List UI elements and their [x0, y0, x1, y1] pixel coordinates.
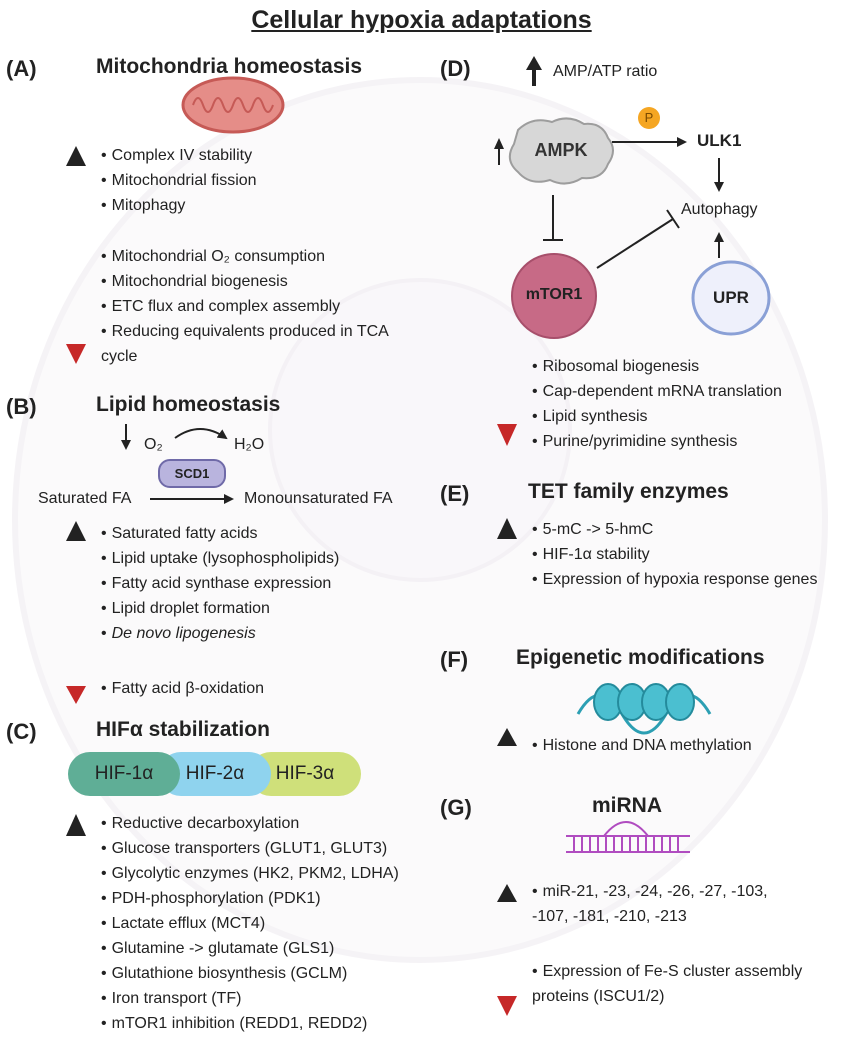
panel-c-up-list: •Reductive decarboxylation •Glucose tran…	[101, 811, 399, 1036]
ampk-inhibits-mtor1	[543, 195, 563, 241]
panel-g-up-arrow	[497, 884, 517, 920]
o2-label: O₂	[144, 436, 163, 453]
upr-circle	[691, 260, 771, 336]
list-item: •Reductive decarboxylation	[101, 815, 300, 832]
list-item: •Fatty acid β-oxidation	[101, 680, 264, 697]
list-item: •PDH-phosphorylation (PDK1)	[101, 890, 321, 907]
panel-e-up-list: •5-mC -> 5-hmC •HIF-1α stability •Expres…	[532, 517, 822, 592]
ampk-label: AMPK	[534, 140, 588, 160]
panel-b-letter: (B)	[6, 394, 37, 419]
list-item: •Expression of hypoxia response genes	[532, 571, 818, 588]
panel-g-up-list: •miR-21, -23, -24, -26, -27, -103, -107,…	[532, 879, 782, 929]
phosphate-circle	[638, 107, 660, 129]
mirna-hairpin-icon	[566, 821, 690, 853]
panel-g-down-list: •Expression of Fe-S cluster assembly pro…	[532, 959, 812, 1009]
panel-f-heading: Epigenetic modifications	[516, 646, 765, 669]
panel-b-up-arrow	[66, 521, 86, 650]
list-item: •miR-21, -23, -24, -26, -27, -103, -107,…	[532, 883, 768, 925]
panel-a-up-arrow	[66, 146, 86, 208]
panel-f-up-list: •Histone and DNA methylation	[532, 733, 752, 758]
list-item: •Mitophagy	[101, 197, 186, 214]
list-item: •Iron transport (TF)	[101, 990, 242, 1007]
panel-a-down-list: •Mitochondrial O₂ consumption •Mitochond…	[101, 244, 421, 369]
amp-ratio-up-arrow	[526, 56, 542, 86]
list-item: •Histone and DNA methylation	[532, 737, 752, 754]
panel-b-down-arrow	[66, 670, 86, 704]
hif-1a-pill: HIF-1α	[68, 752, 180, 796]
monounsaturated-fa-label: Monounsaturated FA	[244, 490, 393, 507]
list-item: •Mitochondrial fission	[101, 172, 257, 189]
panel-b-up-list: •Saturated fatty acids •Lipid uptake (ly…	[101, 521, 339, 646]
panel-e-heading: TET family enzymes	[528, 480, 729, 503]
panel-g-heading: miRNA	[592, 794, 663, 817]
ulk1-label: ULK1	[697, 131, 742, 150]
list-item: •Glutathione biosynthesis (GCLM)	[101, 965, 348, 982]
o2-to-h2o-curved-arrow	[174, 428, 228, 440]
panel-f-up-arrow	[497, 728, 517, 762]
list-item: •Glutamine -> glutamate (GLS1)	[101, 940, 335, 957]
list-item: •Lipid synthesis	[532, 408, 648, 425]
panel-b-heading: Lipid homeostasis	[96, 393, 281, 416]
mtor1-label: mTOR1	[525, 286, 583, 303]
panel-d-down-arrow	[497, 365, 517, 446]
list-item: •Lactate efflux (MCT4)	[101, 915, 266, 932]
list-item: •HIF-1α stability	[532, 546, 650, 563]
o2-down-arrow	[121, 424, 131, 450]
mtor1-inhibits-autophagy	[596, 209, 680, 269]
panel-c-letter: (C)	[6, 719, 37, 744]
background-cell-graphic	[12, 77, 828, 963]
panel-a-heading: Mitochondria homeostasis	[96, 55, 363, 78]
panel-e-up-arrow	[497, 518, 517, 610]
list-item: •Glucose transporters (GLUT1, GLUT3)	[101, 840, 388, 857]
chromatin-icon	[576, 683, 712, 735]
phosphate-label: P	[644, 110, 654, 125]
upr-label: UPR	[713, 288, 749, 307]
list-item: •Fatty acid synthase expression	[101, 575, 332, 592]
panel-f-letter: (F)	[440, 647, 469, 672]
panel-a-down-arrow	[66, 252, 86, 364]
list-item: •Purine/pyrimidine synthesis	[532, 433, 738, 450]
saturated-fa-label: Saturated FA	[38, 490, 132, 507]
list-item: •Cap-dependent mRNA translation	[532, 383, 782, 400]
panel-c-heading: HIFα stabilization	[96, 718, 270, 741]
list-item: •Lipid uptake (lysophospholipids)	[101, 550, 340, 567]
list-item: •Complex IV stability	[101, 147, 253, 164]
list-item: •Ribosomal biogenesis	[532, 358, 700, 375]
list-item: •Glycolytic enzymes (HK2, PKM2, LDHA)	[101, 865, 399, 882]
amp-atp-ratio-label: AMP/ATP ratio	[553, 63, 658, 80]
figure-title: Cellular hypoxia adaptations	[251, 6, 592, 34]
panel-g-letter: (G)	[440, 795, 472, 820]
panel-e-letter: (E)	[440, 481, 470, 506]
panel-d-letter: (D)	[440, 56, 471, 81]
list-item: •Lipid droplet formation	[101, 600, 270, 617]
list-item: •5-mC -> 5-hmC	[532, 521, 654, 538]
panel-a-letter: (A)	[6, 56, 37, 81]
h2o-label: H₂O	[234, 436, 265, 453]
ampk-shape	[508, 117, 614, 185]
panel-d-down-list: •Ribosomal biogenesis •Cap-dependent mRN…	[532, 354, 782, 454]
mtor1-circle	[511, 253, 597, 339]
list-item: •Mitochondrial O₂ consumption	[101, 248, 326, 265]
list-item: •Mitochondrial biogenesis	[101, 273, 288, 290]
mitochondrion-icon	[181, 76, 285, 134]
ampk-up-arrow	[494, 138, 504, 165]
list-item: •Saturated fatty acids	[101, 525, 258, 542]
list-item: •mTOR1 inhibition (REDD1, REDD2)	[101, 1015, 368, 1032]
list-item: •Reducing equivalents produced in TCA cy…	[101, 323, 388, 365]
list-item: •ETC flux and complex assembly	[101, 298, 341, 315]
scd1-enzyme-badge: SCD1	[158, 459, 226, 488]
panel-g-down-arrow	[497, 962, 517, 1016]
autophagy-label: Autophagy	[681, 201, 758, 218]
panel-c-up-arrow	[66, 814, 86, 1045]
list-item: •De novo lipogenesis	[101, 625, 256, 642]
panel-a-up-list: •Complex IV stability •Mitochondrial fis…	[101, 143, 257, 218]
panel-b-down-list: •Fatty acid β-oxidation	[101, 676, 264, 701]
list-item: •Expression of Fe-S cluster assembly pro…	[532, 963, 803, 1005]
